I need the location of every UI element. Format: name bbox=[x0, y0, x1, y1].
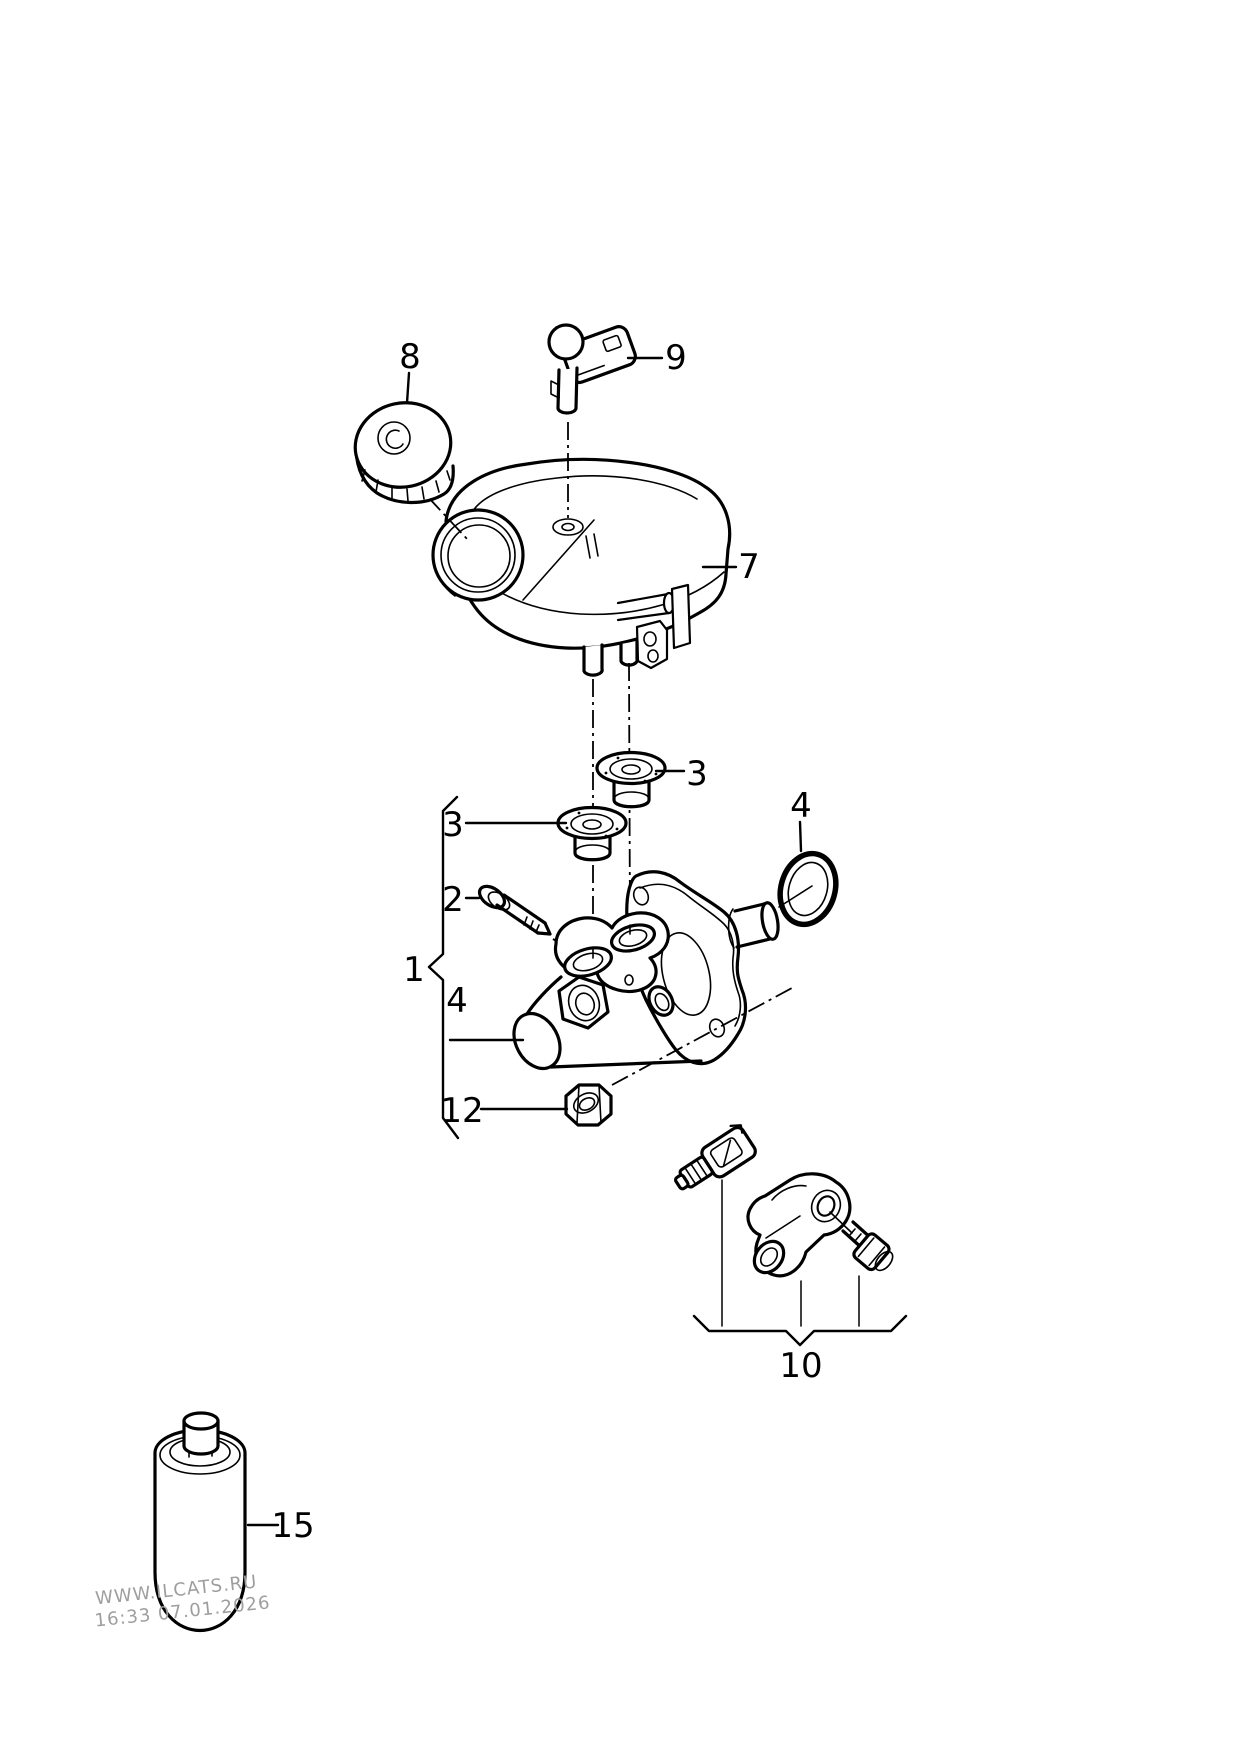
fluid-level-sensor bbox=[547, 323, 637, 415]
reservoir-cap bbox=[353, 401, 455, 505]
callout-7: 7 bbox=[738, 547, 760, 587]
callout-10: 10 bbox=[779, 1346, 822, 1386]
bracket-bolt bbox=[841, 1220, 894, 1272]
align-line-oring bbox=[778, 885, 813, 908]
align-line-cap bbox=[427, 496, 469, 541]
callout-4-oring: 4 bbox=[790, 786, 812, 826]
callout-3-lower: 3 bbox=[442, 805, 464, 845]
fluid-bottle bbox=[153, 1411, 247, 1633]
watermark: WWW.ILCATS.RU 16:33 07.01.2026 bbox=[94, 1571, 272, 1631]
pressure-sensor bbox=[674, 1124, 757, 1191]
sensor-kit bbox=[674, 1124, 908, 1347]
o-ring bbox=[777, 850, 839, 928]
grommet-lower bbox=[556, 805, 628, 862]
callout-2: 2 bbox=[442, 880, 464, 920]
grommet-upper bbox=[595, 750, 667, 809]
assembly-bracket bbox=[427, 795, 460, 1140]
callout-9: 9 bbox=[665, 338, 687, 378]
kit-brace bbox=[692, 1314, 908, 1347]
callout-8: 8 bbox=[399, 337, 421, 377]
nut bbox=[564, 1083, 613, 1127]
callout-4-cylinder: 4 bbox=[446, 981, 468, 1021]
callout-3-upper: 3 bbox=[686, 754, 708, 794]
align-line-bracket-bolt bbox=[829, 1211, 853, 1234]
align-line-nut bbox=[611, 987, 793, 1086]
callout-1: 1 bbox=[403, 950, 425, 990]
leader-4-oring bbox=[798, 820, 803, 853]
master-cylinder bbox=[512, 870, 780, 1071]
brake-fluid-reservoir bbox=[431, 457, 732, 677]
sensor-bracket bbox=[746, 1172, 852, 1278]
retaining-bolt bbox=[477, 884, 552, 936]
callout-15: 15 bbox=[271, 1506, 314, 1546]
leader-8 bbox=[405, 371, 411, 405]
